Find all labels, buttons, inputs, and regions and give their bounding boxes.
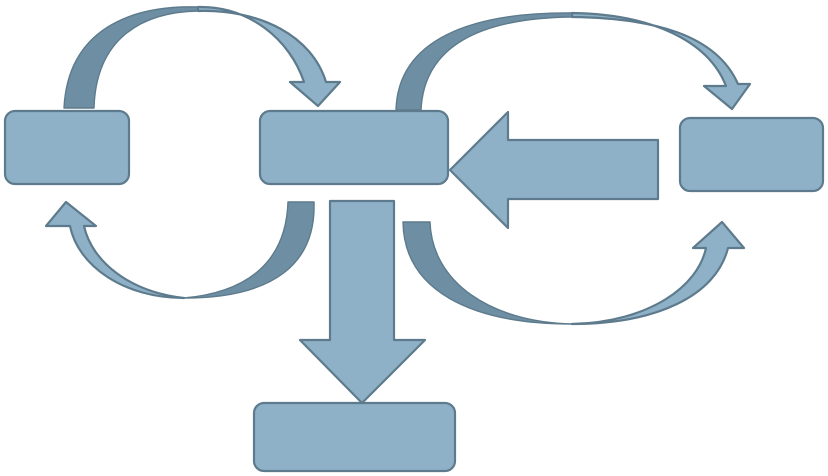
box-bottom xyxy=(252,401,457,473)
curved-arrow-center-to-right-bottom-body xyxy=(570,220,746,326)
curved-arrow-center-to-left-bottom-body xyxy=(44,200,186,300)
arrow-right-to-center xyxy=(448,110,660,230)
curved-arrow-left-to-center-top xyxy=(63,5,342,109)
curved-arrow-center-to-right-bottom xyxy=(402,220,746,326)
curved-arrow-left-to-center-top-back xyxy=(63,6,199,109)
curved-arrow-center-to-right-top-body xyxy=(570,11,752,111)
arrow-center-to-bottom xyxy=(298,199,427,405)
curved-arrow-left-to-center-top-body xyxy=(196,5,342,108)
curved-arrow-center-to-right-top xyxy=(395,11,752,111)
curved-arrow-center-to-left-bottom-back xyxy=(183,201,315,299)
curved-arrow-center-to-left-bottom xyxy=(44,200,315,300)
box-center xyxy=(258,109,450,186)
curved-arrow-center-to-right-top-back xyxy=(395,12,573,111)
curved-arrow-center-to-right-bottom-back xyxy=(402,221,573,325)
box-right xyxy=(678,116,825,193)
box-left xyxy=(3,109,131,186)
